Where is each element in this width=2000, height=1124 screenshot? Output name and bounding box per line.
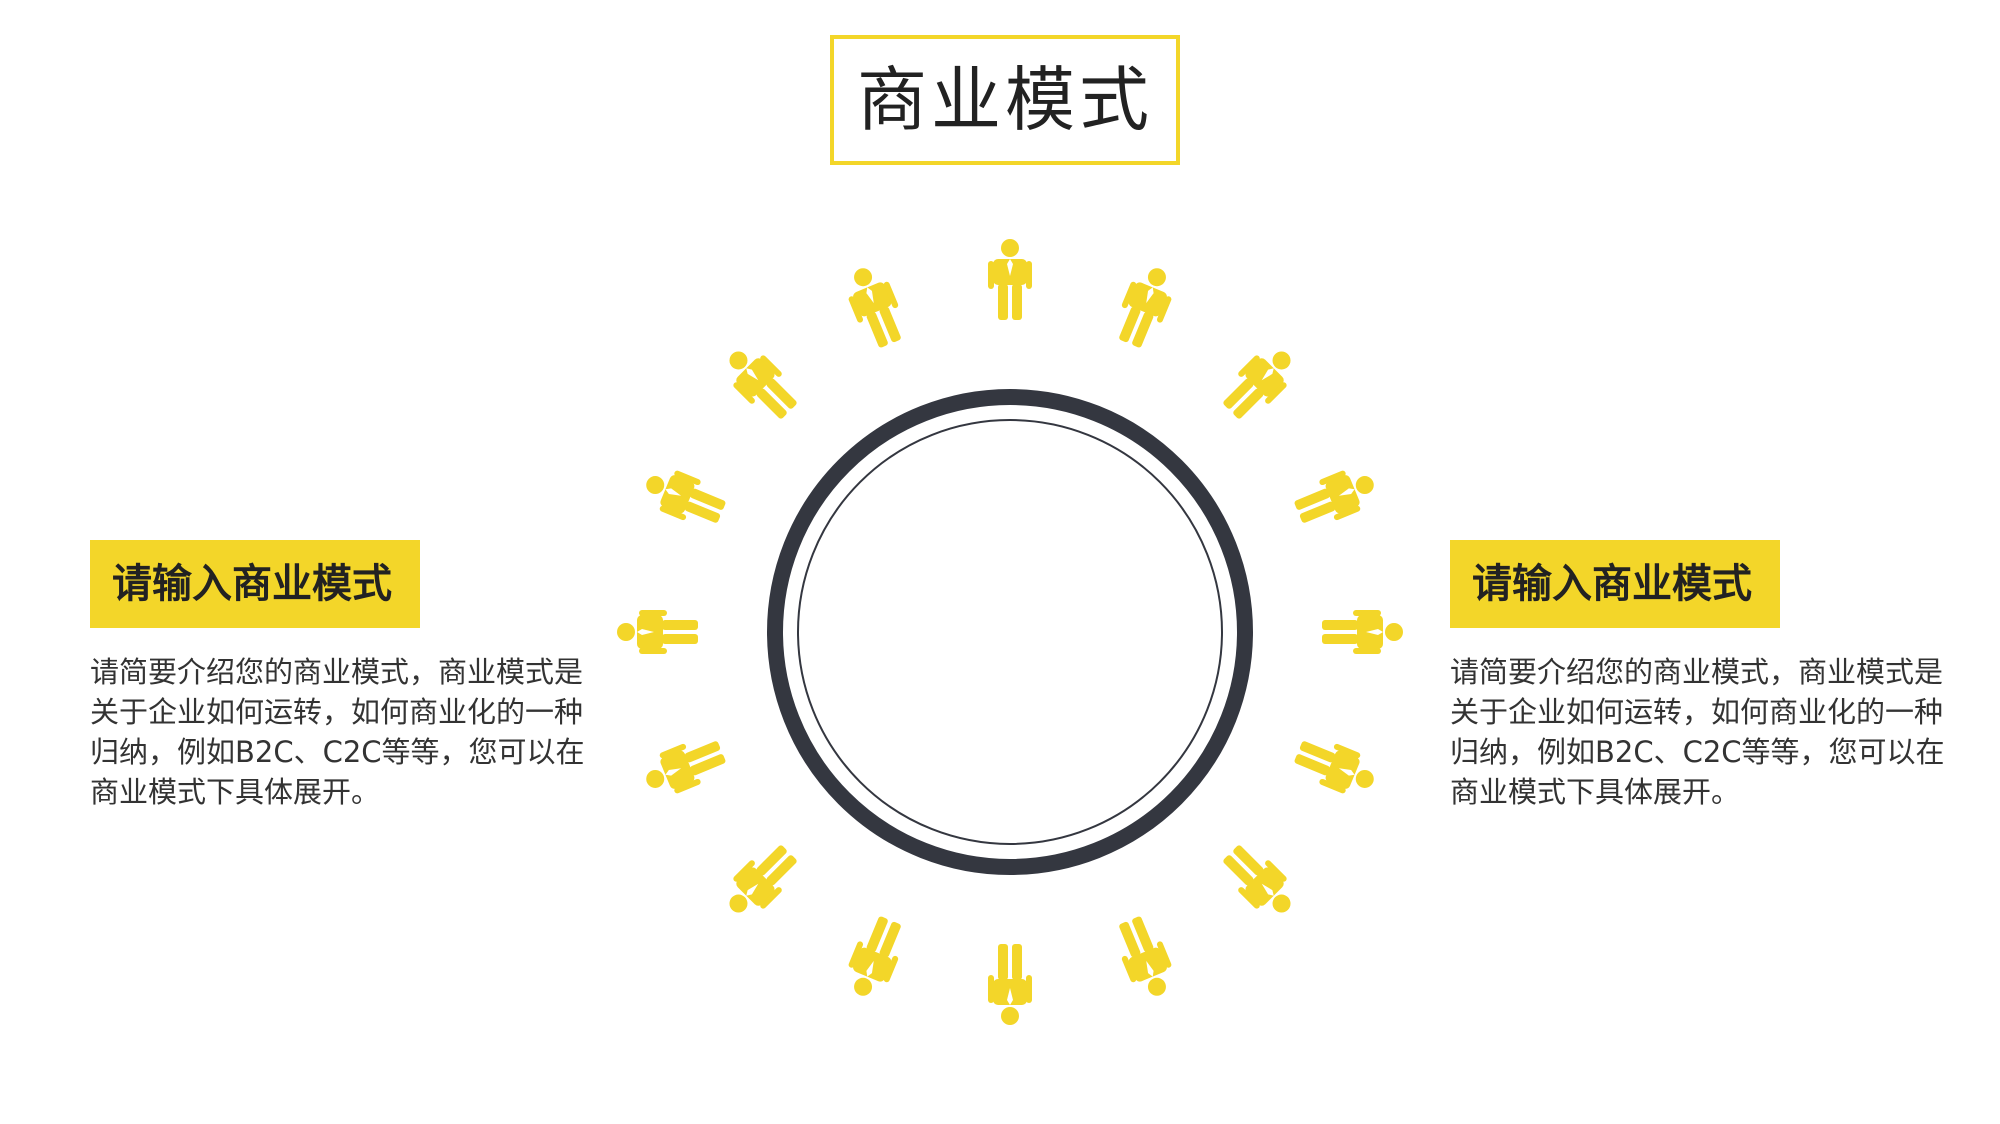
person-icon — [638, 731, 731, 803]
person-icon — [839, 260, 911, 353]
person-icon — [716, 837, 805, 926]
right-description: 请简要介绍您的商业模式，商业模式是关于企业如何运转，如何商业化的一种归纳，例如B… — [1450, 655, 1945, 809]
person-icon — [1289, 731, 1382, 803]
person-icon — [716, 338, 805, 427]
page-title: 商业模式 — [857, 59, 1153, 141]
person-icon — [1109, 260, 1181, 353]
person-icon — [1322, 610, 1403, 654]
people-ring — [617, 239, 1403, 1025]
left-heading-label: 请输入商业模式 — [90, 540, 420, 628]
person-icon — [617, 610, 698, 654]
right-heading-label: 请输入商业模式 — [1450, 540, 1780, 628]
inner-ring — [797, 419, 1223, 845]
person-icon — [1215, 837, 1304, 926]
person-icon — [638, 461, 731, 533]
person-icon — [1289, 461, 1382, 533]
person-icon — [1109, 911, 1181, 1004]
left-description: 请简要介绍您的商业模式，商业模式是关于企业如何运转，如何商业化的一种归纳，例如B… — [90, 655, 585, 809]
left-text-block: 请输入商业模式 请简要介绍您的商业模式，商业模式是关于企业如何运转，如何商业化的… — [90, 540, 610, 812]
title-frame: 商业模式 — [830, 35, 1180, 165]
person-icon — [1215, 338, 1304, 427]
right-text-block: 请输入商业模式 请简要介绍您的商业模式，商业模式是关于企业如何运转，如何商业化的… — [1450, 540, 1970, 812]
person-icon — [988, 944, 1032, 1025]
outer-ring — [767, 389, 1253, 875]
person-icon — [839, 911, 911, 1004]
person-icon — [988, 239, 1032, 320]
